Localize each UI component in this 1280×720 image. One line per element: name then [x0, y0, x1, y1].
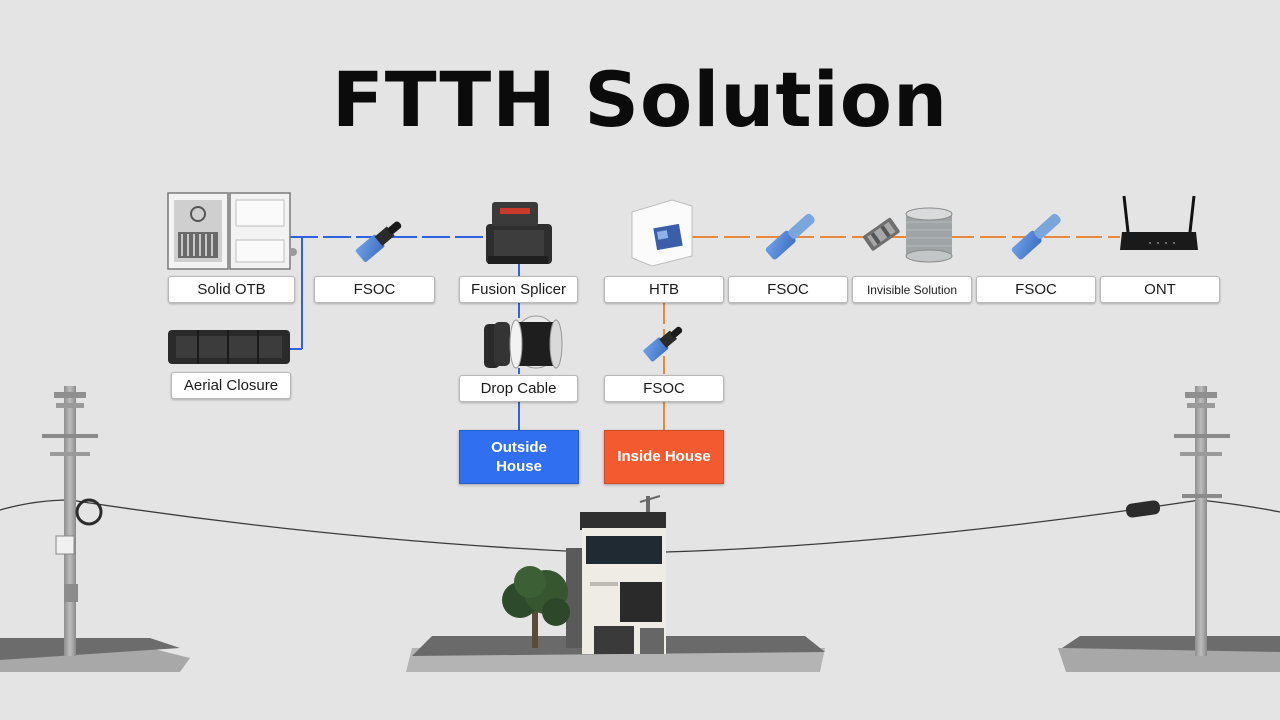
utility-pole-icon-left	[42, 386, 103, 656]
closure-icon	[168, 330, 290, 364]
fusion-splicer-icon	[486, 202, 552, 264]
connector-icon-outside	[355, 221, 402, 263]
ground-platforms	[0, 636, 1280, 672]
label-ont: ONT	[1100, 276, 1220, 303]
outside-house-links	[290, 236, 520, 430]
label-htb: HTB	[604, 276, 724, 303]
label-solid-otb: Solid OTB	[168, 276, 295, 303]
zone-inside-house: Inside House	[604, 430, 724, 484]
drop-cable-reel-icon	[484, 315, 563, 369]
house-icon	[566, 495, 666, 654]
connector-icon-inside-top	[765, 213, 815, 260]
wall-box-icon	[631, 199, 693, 267]
label-fsoc-outside: FSOC	[314, 276, 435, 303]
label-drop-cable: Drop Cable	[459, 375, 578, 402]
label-aerial-closure: Aerial Closure	[171, 372, 291, 399]
otb-box-icon	[167, 192, 297, 270]
tree-icon	[502, 566, 570, 648]
connector-icon-inside-vertical	[643, 326, 683, 362]
utility-pole-icon-right	[1125, 386, 1230, 656]
page-title: FTTH Solution	[331, 55, 949, 144]
mechanical-splice-icon	[863, 217, 900, 251]
label-fusion-splicer: Fusion Splicer	[459, 276, 578, 303]
label-fsoc-inside-right: FSOC	[976, 276, 1096, 303]
router-icon	[1120, 195, 1198, 250]
inside-house-links	[663, 236, 1120, 430]
aerial-cable	[0, 499, 1280, 553]
connector-icon-inside-right	[1011, 213, 1061, 260]
label-fsoc-inside-top: FSOC	[728, 276, 848, 303]
label-invisible-solution: Invisible Solution	[852, 276, 972, 303]
fiber-spool-icon	[905, 207, 953, 263]
label-fsoc-inside-vertical: FSOC	[604, 375, 724, 402]
zone-outside-house: Outside House	[459, 430, 579, 484]
